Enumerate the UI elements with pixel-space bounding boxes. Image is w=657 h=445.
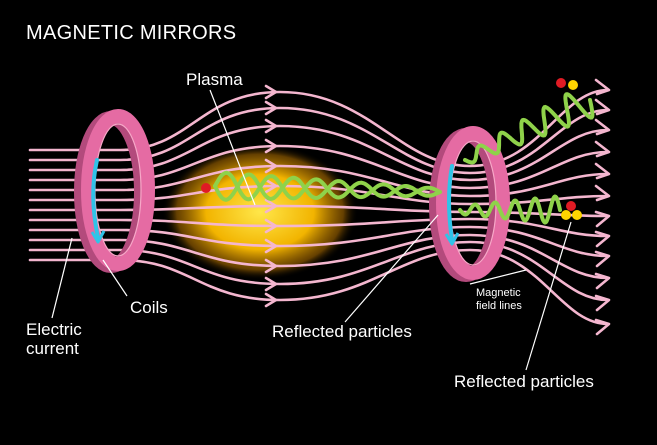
field-arrowhead: [264, 276, 278, 292]
label-coils: Coils: [130, 298, 168, 317]
field-arrowhead: [264, 198, 278, 214]
field-line: [28, 248, 610, 326]
label-magnetic-field-lines: Magnetic field lines: [476, 287, 522, 313]
field-line: [28, 106, 610, 175]
diagram-title: MAGNETIC MIRRORS: [26, 22, 237, 44]
label-electric-current: Electric current: [26, 320, 82, 358]
left-coil: [74, 109, 155, 273]
leader-plasma: [209, 89, 256, 206]
field-arrowhead: [264, 292, 278, 308]
field-arrowhead: [264, 158, 278, 174]
label-reflected-particles-center: Reflected particles: [272, 322, 412, 341]
field-arrowhead: [594, 294, 611, 312]
field-arrowhead: [594, 318, 611, 336]
field-line: [28, 217, 610, 238]
label-electric-current-line2: current: [26, 339, 79, 358]
leader-reflected-right: [525, 221, 572, 371]
field-arrowhead: [264, 100, 278, 116]
field-arrowhead: [264, 138, 278, 154]
field-arrowhead: [264, 118, 278, 134]
field-line: [28, 233, 610, 280]
field-arrowhead: [594, 184, 611, 202]
leader-coils: [102, 259, 128, 297]
field-line: [28, 240, 610, 302]
magnetic-field-lines: [28, 88, 610, 326]
leader-reflected-center: [344, 214, 439, 323]
field-line: [28, 225, 610, 258]
field-arrowhead: [264, 84, 278, 100]
label-reflected-particles-right: Reflected particles: [454, 372, 594, 391]
field-line: [28, 164, 610, 198]
field-line: [28, 144, 610, 190]
field-arrowhead: [264, 178, 278, 194]
leader-lines: [51, 89, 572, 371]
field-arrowhead: [264, 218, 278, 234]
label-magnetic-field-lines-line1: Magnetic: [476, 287, 521, 299]
electric-current-arrow: [91, 158, 100, 240]
field-arrowhead: [594, 162, 611, 180]
label-electric-current-line1: Electric: [26, 320, 82, 339]
field-arrowhead: [594, 78, 611, 96]
field-line: [28, 124, 610, 182]
particle-yellow-mid-a: [561, 210, 571, 220]
label-magnetic-field-lines-line2: field lines: [476, 300, 522, 312]
particle-yellow-top: [568, 80, 578, 90]
field-arrowhead: [594, 272, 611, 290]
field-arrowhead: [264, 258, 278, 274]
field-arrowhead: [594, 98, 611, 116]
field-arrowhead: [594, 140, 611, 158]
field-arrowhead: [594, 210, 611, 228]
helix-upper-reflected: [463, 92, 595, 165]
particle-yellow-mid-b: [572, 210, 582, 220]
particle-red-left: [201, 183, 211, 193]
leader-electric-current: [51, 237, 73, 319]
particle-red-top: [556, 78, 566, 88]
field-arrowhead: [594, 250, 611, 268]
helix-lower-reflected: [458, 194, 562, 225]
field-arrowhead: [594, 230, 611, 248]
particle-red-mid: [566, 201, 576, 211]
field-arrowhead: [594, 118, 611, 136]
label-plasma: Plasma: [186, 70, 243, 89]
field-arrowhead: [264, 238, 278, 254]
field-line-arrows: [264, 78, 611, 336]
leader-magnetic-field: [469, 269, 527, 285]
